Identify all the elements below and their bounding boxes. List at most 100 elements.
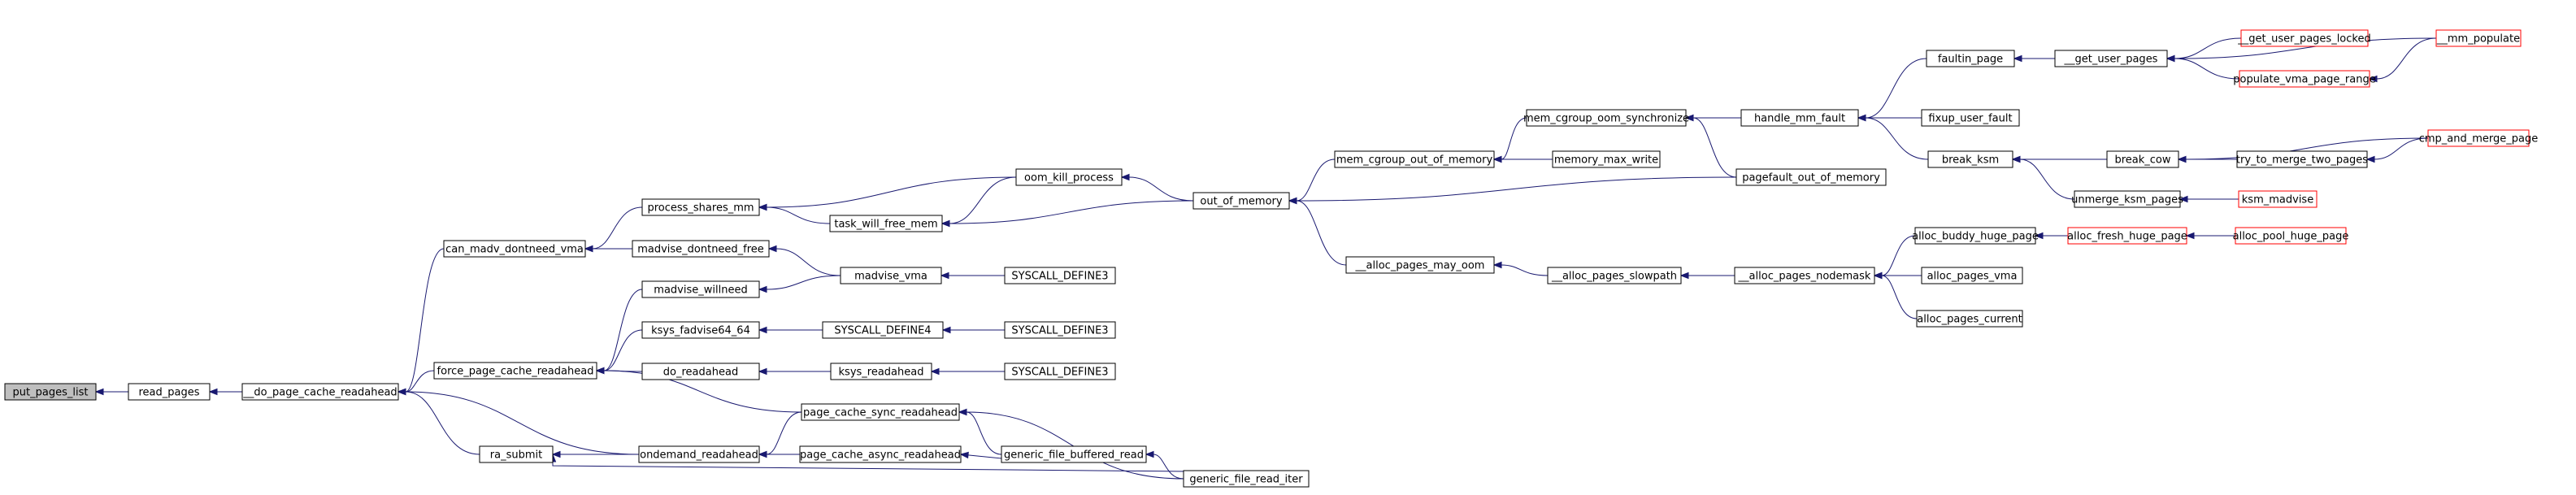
node-box <box>1526 109 1687 127</box>
node-box <box>1345 256 1495 274</box>
edge-arrowhead <box>941 326 951 334</box>
node-box <box>1927 150 2013 168</box>
node-ondemand-readahead[interactable]: ondemand_readahead <box>638 445 760 463</box>
node-alloc-pool-huge-page[interactable]: alloc_pool_huge_page <box>2233 227 2349 245</box>
node-ra-submit[interactable]: ra_submit <box>479 445 554 463</box>
node-mm-populate[interactable]: __mm_populate <box>2435 29 2522 47</box>
edge-line <box>766 411 802 455</box>
edge-ksys_readahead-to-do_readahead <box>758 367 832 376</box>
node-mem-cgroup-out-of-memory[interactable]: mem_cgroup_out_of_memory <box>1334 150 1495 168</box>
node-box <box>801 403 960 421</box>
node-generic-file-buffered-read[interactable]: generic_file_buffered_read <box>1001 445 1147 463</box>
node-label: break_ksm <box>1942 154 1999 167</box>
node-label: SYSCALL_DEFINE4 <box>834 325 931 337</box>
node-try-to-merge-two-pages[interactable]: try_to_merge_two_pages <box>2236 150 2368 168</box>
edge-line <box>603 329 643 371</box>
edge-line <box>552 462 1188 480</box>
edge-line <box>2185 137 2429 160</box>
node-process-shares-mm[interactable]: process_shares_mm <box>641 198 760 216</box>
edge-arrowhead <box>1492 261 1502 269</box>
node-task-will-free-mem[interactable]: task_will_free_mem <box>829 215 943 232</box>
node-fixup-user-fault[interactable]: fixup_user_fault <box>1921 109 2020 127</box>
node-unmerge-ksm-pages[interactable]: unmerge_ksm_pages <box>2071 190 2183 208</box>
node-get-user-pages[interactable]: __get_user_pages <box>2054 50 2168 67</box>
node-force-page-cache-readahead[interactable]: force_page_cache_readahead <box>433 362 597 380</box>
node-mem-cgroup-oom-synchronize[interactable]: mem_cgroup_oom_synchronize <box>1523 109 1689 127</box>
node-alloc-buddy-huge-page[interactable]: alloc_buddy_huge_page <box>1912 227 2039 245</box>
edge-arrowhead <box>1857 114 1866 122</box>
node-pagefault-out-of-memory[interactable]: pagefault_out_of_memory <box>1735 168 1887 186</box>
edge-arrowhead <box>2165 54 2175 63</box>
node-handle-mm-fault[interactable]: handle_mm_fault <box>1740 109 1859 127</box>
node-label: __alloc_pages_slowpath <box>1551 271 1677 283</box>
node-memory-max-write[interactable]: memory_max_write <box>1552 150 1661 168</box>
node-page-cache-sync-readahead[interactable]: page_cache_sync_readahead <box>801 403 960 421</box>
edge-break_cow-to-break_ksm <box>2011 155 2107 163</box>
node-do-page-cache-readahead[interactable]: __do_page_cache_readahead <box>241 383 399 401</box>
node-can-madv-dontneed-vma[interactable]: can_madv_dontneed_vma <box>443 240 586 258</box>
node-madvise-dontneed-free[interactable]: madvise_dontneed_free <box>632 240 770 258</box>
edge-alloc_pages_slowpath-to-alloc_pages_may_oom <box>1492 261 1549 276</box>
node-label: madvise_willneed <box>654 284 747 297</box>
node-syscall-define3-a[interactable]: SYSCALL_DEFINE3 <box>1004 267 1116 284</box>
node-cmp-and-merge-page[interactable]: cmp_and_merge_page <box>2419 129 2539 147</box>
node-oom-kill-process[interactable]: oom_kill_process <box>1015 168 1123 186</box>
edge-arrowhead <box>551 450 561 458</box>
node-alloc-pages-slowpath[interactable]: __alloc_pages_slowpath <box>1547 267 1682 284</box>
edge-arrowhead <box>2179 195 2188 203</box>
edge-mm_populate-to-get_user_pages <box>2165 37 2437 63</box>
node-page-cache-async-readahead[interactable]: page_cache_async_readahead <box>799 445 962 463</box>
edge-arrowhead <box>1492 155 1502 163</box>
node-ksm-madvise[interactable]: ksm_madvise <box>2238 190 2318 208</box>
edge-line <box>1692 117 1737 178</box>
node-label: faultin_page <box>1938 54 2003 66</box>
node-get-user-pages-locked[interactable]: __get_user_pages_locked <box>2237 29 2371 47</box>
node-out-of-memory[interactable]: out_of_memory <box>1192 192 1290 210</box>
edge-ondemand_readahead-to-do_page_cache_readahead <box>397 388 640 455</box>
node-label: alloc_fresh_huge_page <box>2067 231 2187 243</box>
node-break-ksm[interactable]: break_ksm <box>1927 150 2013 168</box>
node-syscall-define3-c[interactable]: SYSCALL_DEFINE3 <box>1004 363 1116 380</box>
edge-ondemand_readahead-to-ra_submit <box>551 450 640 458</box>
node-madvise-vma[interactable]: madvise_vma <box>840 267 942 284</box>
edge-line <box>1865 58 1927 119</box>
node-box <box>1914 227 2036 245</box>
node-box <box>641 363 760 380</box>
node-box <box>1334 150 1495 168</box>
node-box <box>443 240 586 258</box>
node-alloc-pages-current[interactable]: alloc_pages_current <box>1916 310 2023 328</box>
edge-syscall_define3_c-to-ksys_readahead <box>930 367 1006 376</box>
node-madvise-willneed[interactable]: madvise_willneed <box>641 280 760 298</box>
edge-try_to_merge_two_pages-to-break_cow <box>2177 155 2237 163</box>
node-label: ra_submit <box>490 449 542 462</box>
edge-arrowhead <box>2013 54 2022 63</box>
edge-line <box>603 370 802 413</box>
edge-populate_vma_page_range-to-get_user_pages <box>2165 54 2240 80</box>
node-generic-file-read-iter[interactable]: generic_file_read_iter <box>1183 470 1310 488</box>
node-box <box>1183 470 1310 488</box>
node-syscall-define3-b[interactable]: SYSCALL_DEFINE3 <box>1004 321 1116 339</box>
node-ksys-readahead[interactable]: ksys_readahead <box>830 363 932 380</box>
node-label: madvise_dontneed_free <box>637 244 764 256</box>
node-label: fixup_user_fault <box>1928 113 2012 125</box>
node-do-readahead[interactable]: do_readahead <box>641 363 760 380</box>
node-put-pages-list[interactable]: put_pages_list <box>4 383 97 401</box>
node-alloc-pages-nodemask[interactable]: __alloc_pages_nodemask <box>1734 267 1875 284</box>
edge-syscall_define3_b-to-syscall_define4 <box>941 326 1005 334</box>
edge-read_pages-to-put_pages_list <box>94 388 128 396</box>
node-box <box>2235 227 2347 245</box>
node-alloc-pages-vma[interactable]: alloc_pages_vma <box>1921 267 2023 284</box>
node-box <box>1926 50 2015 67</box>
node-read-pages[interactable]: read_pages <box>128 383 211 401</box>
node-label: __alloc_pages_may_oom <box>1355 260 1485 272</box>
node-alloc-pages-may-oom[interactable]: __alloc_pages_may_oom <box>1345 256 1495 274</box>
node-syscall-define4[interactable]: SYSCALL_DEFINE4 <box>822 321 944 339</box>
node-ksys-fadvise64-64[interactable]: ksys_fadvise64_64 <box>641 321 760 339</box>
node-alloc-fresh-huge-page[interactable]: alloc_fresh_huge_page <box>2067 227 2187 245</box>
node-box <box>830 363 932 380</box>
node-faultin-page[interactable]: faultin_page <box>1926 50 2015 67</box>
node-break-cow[interactable]: break_cow <box>2106 150 2179 168</box>
node-box <box>1921 267 2023 284</box>
node-populate-vma-page-range[interactable]: populate_vma_page_range <box>2233 70 2376 88</box>
